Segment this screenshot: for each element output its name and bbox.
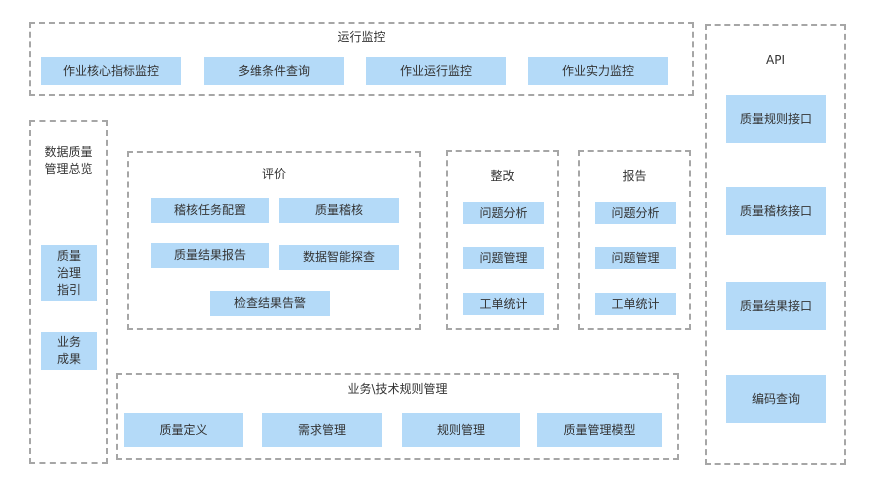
- monitor-title: 运行监控: [337, 30, 386, 44]
- rule-management-box[interactable]: 规则管理: [402, 413, 520, 447]
- core-metrics-monitor-box[interactable]: 作业核心指标监控: [41, 57, 181, 85]
- audit-task-config-label: 稽核任务配置: [173, 203, 246, 217]
- evaluation-group: 评价 稽核任务配置 质量稽核 质量结果报告 数据智能探查 检查结果告警: [127, 151, 421, 330]
- requirement-management-label: 需求管理: [297, 422, 346, 437]
- quality-audit-label: 质量稽核: [314, 203, 363, 217]
- report-problem-management-label: 问题管理: [611, 250, 660, 265]
- api-title: API: [766, 53, 785, 67]
- business-results-label: 业务成果: [56, 335, 81, 366]
- rectify-problem-analysis-box[interactable]: 问题分析: [463, 202, 544, 224]
- quality-audit-api-label: 质量稽核接口: [739, 203, 812, 218]
- quality-rule-api-box[interactable]: 质量规则接口: [726, 95, 826, 143]
- requirement-management-box[interactable]: 需求管理: [262, 413, 382, 447]
- quality-result-report-box[interactable]: 质量结果报告: [151, 243, 269, 268]
- quality-management-model-label: 质量管理模型: [563, 422, 636, 437]
- quality-result-api-box[interactable]: 质量结果接口: [726, 282, 826, 330]
- multi-condition-query-box[interactable]: 多维条件查询: [204, 57, 344, 85]
- check-result-alert-box[interactable]: 检查结果告警: [210, 291, 330, 316]
- quality-definition-label: 质量定义: [159, 422, 208, 437]
- quality-audit-box[interactable]: 质量稽核: [279, 198, 399, 223]
- quality-rule-api-label: 质量规则接口: [739, 111, 812, 126]
- quality-governance-guide-box[interactable]: 质量治理指引: [41, 245, 97, 301]
- report-problem-management-box[interactable]: 问题管理: [595, 247, 676, 269]
- rules-title: 业务\技术规则管理: [347, 382, 448, 396]
- report-title: 报告: [622, 169, 647, 183]
- report-problem-analysis-box[interactable]: 问题分析: [595, 202, 676, 224]
- quality-definition-box[interactable]: 质量定义: [124, 413, 243, 447]
- rectify-group: 整改 问题分析 问题管理 工单统计: [446, 150, 559, 330]
- job-run-monitor-box[interactable]: 作业运行监控: [366, 57, 506, 85]
- rectify-title: 整改: [490, 169, 515, 183]
- job-run-monitor-label: 作业运行监控: [399, 63, 472, 78]
- code-query-box[interactable]: 编码查询: [726, 375, 826, 423]
- api-group: API 质量规则接口 质量稽核接口 质量结果接口 编码查询: [705, 24, 846, 465]
- report-ticket-stats-label: 工单统计: [611, 296, 660, 311]
- data-smart-explore-box[interactable]: 数据智能探查: [279, 245, 399, 270]
- multi-condition-query-label: 多维条件查询: [237, 63, 310, 78]
- audit-task-config-box[interactable]: 稽核任务配置: [151, 198, 269, 223]
- overview-title: 数据质量管理总览: [43, 144, 94, 178]
- report-ticket-stats-box[interactable]: 工单统计: [595, 293, 676, 315]
- job-strength-monitor-box[interactable]: 作业实力监控: [528, 57, 668, 85]
- rectify-problem-management-label: 问题管理: [479, 250, 528, 265]
- quality-management-model-box[interactable]: 质量管理模型: [537, 413, 662, 447]
- quality-audit-api-box[interactable]: 质量稽核接口: [726, 187, 826, 235]
- monitor-group: 运行监控 作业核心指标监控 多维条件查询 作业运行监控 作业实力监控: [29, 22, 694, 96]
- overview-group: 数据质量管理总览 质量治理指引 业务成果: [29, 120, 108, 464]
- report-problem-analysis-label: 问题分析: [611, 205, 660, 220]
- job-strength-monitor-label: 作业实力监控: [561, 63, 634, 78]
- quality-result-report-label: 质量结果报告: [173, 248, 246, 262]
- rectify-ticket-stats-box[interactable]: 工单统计: [463, 293, 544, 315]
- rectify-problem-management-box[interactable]: 问题管理: [463, 247, 544, 269]
- quality-result-api-label: 质量结果接口: [739, 298, 812, 313]
- overview-title-text: 数据质量管理总览: [44, 145, 93, 176]
- rectify-ticket-stats-label: 工单统计: [479, 296, 528, 311]
- check-result-alert-label: 检查结果告警: [233, 296, 306, 310]
- rectify-problem-analysis-label: 问题分析: [479, 205, 528, 220]
- business-results-box[interactable]: 业务成果: [41, 332, 97, 370]
- data-smart-explore-label: 数据智能探查: [302, 250, 375, 264]
- core-metrics-monitor-label: 作业核心指标监控: [62, 63, 159, 78]
- evaluation-title: 评价: [261, 167, 286, 181]
- rule-management-label: 规则管理: [436, 422, 485, 437]
- quality-governance-guide-label: 质量治理指引: [56, 248, 81, 297]
- report-group: 报告 问题分析 问题管理 工单统计: [578, 150, 691, 330]
- code-query-label: 编码查询: [751, 391, 800, 406]
- rules-group: 业务\技术规则管理 质量定义 需求管理 规则管理 质量管理模型: [116, 373, 679, 460]
